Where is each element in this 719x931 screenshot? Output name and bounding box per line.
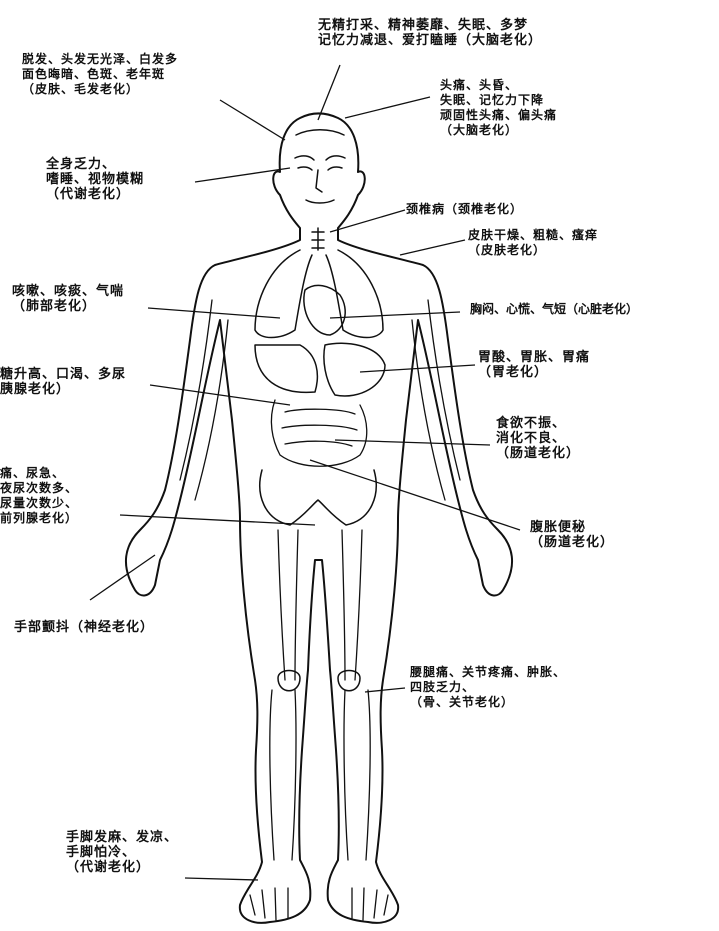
knees: [278, 671, 360, 691]
leader-intestine: [335, 440, 490, 445]
intestines: [271, 400, 366, 466]
label-pancreas-aging: 糖升高、口渴、多尿胰腺老化）: [0, 367, 126, 397]
label-spine-aging: 颈椎病（颈椎老化）: [406, 202, 523, 217]
leader-joint: [365, 688, 405, 692]
leader-lung: [148, 308, 280, 318]
leg-bones: [270, 530, 370, 860]
leader-bowel: [310, 460, 520, 530]
label-joint-aging: 腰腿痛、关节疼痛、肿胀、四肢乏力、（骨、关节老化）: [410, 665, 566, 710]
label-head-aging: 头痛、头昏、失眠、记忆力下降顽固性头痛、偏头痛（大脑老化）: [440, 78, 557, 138]
face-features: [295, 130, 345, 203]
label-limbs-aging: 手脚发麻、发凉、手脚怕冷、（代谢老化）: [66, 830, 178, 875]
leader-limbs: [185, 878, 258, 880]
leader-skin: [400, 240, 465, 255]
leader-hair: [220, 100, 285, 140]
label-bowel-aging: 腹胀便秘（肠道老化）: [530, 520, 614, 550]
label-metabolism-aging: 全身乏力、嗜睡、视物模糊（代谢老化）: [46, 157, 144, 202]
stomach-liver: [255, 343, 385, 396]
label-skin-hair-aging: 脱发、头发无光泽、白发多面色晦暗、色斑、老年斑（皮肤、毛发老化）: [22, 52, 178, 97]
label-intestine-aging: 食欲不振、消化不良、（肠道老化）: [496, 416, 580, 461]
leader-lines: [90, 65, 520, 880]
label-nerve-aging: 手部颤抖（神经老化）: [14, 620, 154, 635]
leader-pancreas: [150, 385, 290, 405]
pelvis: [260, 470, 376, 525]
leader-spine: [330, 210, 405, 232]
leader-head: [345, 97, 430, 118]
leader-brain: [318, 65, 340, 120]
spine: [312, 228, 324, 250]
label-lung-aging: 咳嗽、咳痰、气喘（肺部老化）: [12, 284, 124, 314]
leader-nerve: [90, 555, 155, 600]
label-stomach-aging: 胃酸、胃胀、胃痛（胃老化）: [478, 350, 590, 380]
label-skin-aging: 皮肤干燥、粗糙、瘙痒（皮肤老化）: [468, 228, 598, 258]
label-prostate-aging: 痛、尿急、夜尿次数多、尿量次数少、前列腺老化）: [0, 466, 78, 526]
leader-heart: [330, 312, 460, 318]
label-heart-aging: 胸闷、心慌、气短（心脏老化）: [470, 302, 638, 317]
lungs: [255, 250, 383, 338]
feet: [250, 888, 388, 920]
leader-metabolism: [195, 168, 290, 182]
label-brain-aging: 无精打采、精神萎靡、失眠、多梦记忆力减退、爱打瞌睡（大脑老化）: [318, 18, 542, 48]
